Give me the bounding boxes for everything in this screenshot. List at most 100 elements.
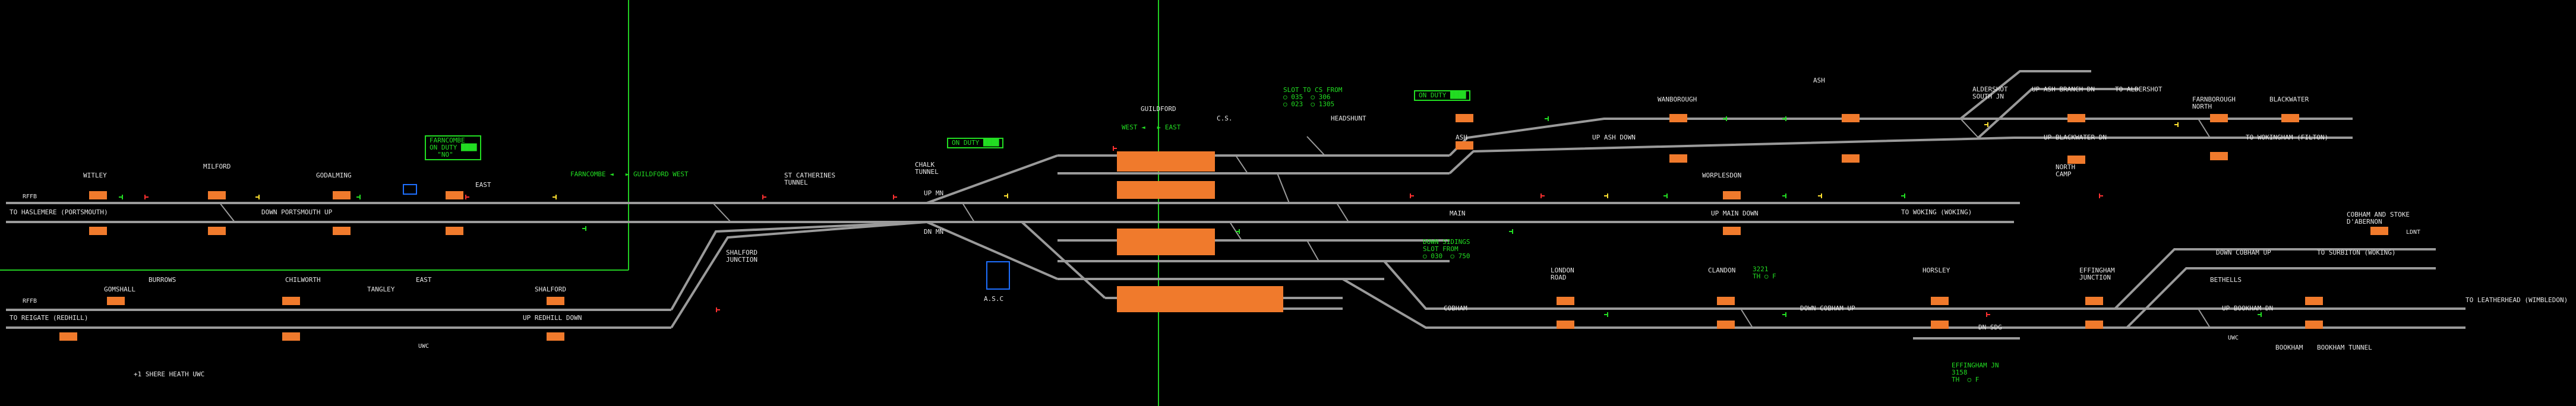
signal-yellow [1004,194,1008,198]
signal-red [762,195,766,199]
signal-green [1901,194,1905,198]
signal-green [119,195,123,199]
station-shalford-jn: SHALFORD JUNCTION [726,249,757,264]
signal-green [1236,229,1240,234]
platform-wanborough-up [1669,114,1687,122]
station-bookham: BOOKHAM [2275,344,2303,351]
aldershot-branch-2 [1977,88,2139,139]
guildford-fan-up [926,154,1058,204]
up-redhill-down-label: UP REDHILL DOWN [523,314,582,322]
signal-yellow [1984,122,1988,127]
platform-guildford-3 [1117,229,1215,255]
platform-chilworth-up [282,297,300,305]
platform-clandon-up [1717,297,1735,305]
dn-sdg-label: DN SDG [1978,323,2002,331]
signal-red [1113,146,1117,151]
platform-shalford-up [547,297,564,305]
crossovers [219,118,2211,328]
signal-red [144,195,149,199]
station-witley: WITLEY [83,172,107,179]
platform-bookham-down [2305,321,2323,329]
uwc-label: UWC [418,343,430,350]
asc-box [986,261,1010,290]
platform-gomshall-up [107,297,125,305]
signal-green [1723,116,1727,121]
station-shalford: SHALFORD [535,286,566,293]
station-cs: C.S. [1217,115,1233,122]
platform-ash-down [1456,141,1473,150]
effingham-panel: EFFINGHAM JN 3158 TH ○ F [1952,361,1999,383]
station-cobham: COBHAM [1444,304,1467,312]
station-farnborough-north: FARNBOROUGH NORTH [2192,96,2236,110]
asc-label: A.S.C [984,295,1004,303]
platform-chilworth-down [282,332,300,341]
cobham-down-line [1341,278,2139,329]
platform-farncombe-up [446,191,463,199]
signals[interactable] [119,116,2262,317]
up-ash-down-label: UP ASH DOWN [1592,134,1636,141]
guildford-duty-panel[interactable]: ON DUTY ████ [947,138,1004,148]
station-milford: MILFORD [203,163,231,170]
platform-milford-up [208,191,226,199]
signal-yellow [553,195,557,199]
signal-green [356,195,361,199]
up-bookham-dn-label: UP BOOKHAM DN [2222,304,2274,312]
platform-cobham-up [2370,227,2388,235]
to-surbiton-label: TO SURBITON (WOKING) [2317,249,2396,256]
station-clandon: CLANDON [1708,267,1736,274]
station-tangley: TANGLEY [367,286,395,293]
platform-aldershot-down [1842,154,1860,163]
to-haslemere-label: TO HASLEMERE (PORTSMOUTH) [10,208,108,216]
platform-wanborough-down [1669,154,1687,163]
platform-guildford-4 [1117,286,1283,312]
up-blackwater-label: UP BLACKWATER DN [2044,134,2107,141]
station-cobham-stoke: COBHAM AND STOKE D'ABERNON [2347,211,2410,226]
up-ash-branch-label: UP ASH BRANCH DN [2032,85,2095,93]
station-wanborough: WANBOROUGH [1658,96,1697,103]
down-sidings-panel: DOWN SIDINGS SLOT FROM ○ 030 ○ 750 [1423,238,1470,260]
signal-red [1410,194,1414,198]
cobham-up-line [1383,260,2139,310]
signal-yellow [255,195,260,199]
guildford-fan-down [926,221,1058,280]
ldnt-label: LDNT [2406,229,2421,236]
rffb-label-west: RFFB [23,194,37,200]
platform-guildford-1 [1117,151,1215,172]
platform-witley-down [89,227,107,235]
station-farncombe-east: EAST [475,181,491,189]
platform-farncombe-down [446,227,463,235]
signal-red [893,195,897,199]
dn-mn-label: DN MN [924,228,944,236]
slot-top-panel: SLOT TO CS FROM ○ 035 ○ 306 ○ 023 ○ 1305 [1283,86,1343,108]
redhill-junction-up [670,221,927,310]
station-aldershot-south: ALDERSHOT SOUTH JN [1972,85,2008,100]
signal-green [1545,116,1549,121]
ash-duty-panel[interactable]: ON DUTY ████ [1414,90,1471,101]
signal-green [1782,194,1786,198]
guildford-fan-down-2 [1021,221,1106,299]
up-mn-label: UP MN [924,189,944,197]
down-cobham-up-label-1: DOWN COBHAM UP [2216,249,2271,256]
platform-londonrd-down [1557,321,1574,329]
farncombe-duty-panel[interactable]: FARNCOMBE ON DUTY ████ "NO" [425,135,482,160]
station-bookham-tunnel: BOOKHAM TUNNEL [2317,344,2372,351]
to-leatherhead-label: TO LEATHERHEAD (WIMBLEDON) [2465,296,2568,304]
station-godalming: GODALMING [316,172,352,179]
signal-green [1782,312,1786,317]
platform-blackwater-up [2281,114,2299,122]
platform-horsley-down [1931,321,1949,329]
station-headshunt: HEADSHUNT [1331,115,1366,122]
platform-guildford-2 [1117,181,1215,199]
to-woking-label: TO WOKING (WOKING) [1901,208,1972,216]
platform-godalming-up [333,191,351,199]
station-blackwater: BLACKWATER [2269,96,2309,103]
station-london-road: LONDON ROAD [1551,267,1574,281]
signal-green [1604,312,1608,317]
station-guildford: GUILDFORD [1141,105,1176,113]
up-main-down-label: UP MAIN DOWN [1711,210,1759,217]
platform-gomshall-down [59,332,77,341]
platforms [59,114,2388,341]
platform-effingham-up [2085,297,2103,305]
station-gomshall: GOMSHALL [104,286,135,293]
